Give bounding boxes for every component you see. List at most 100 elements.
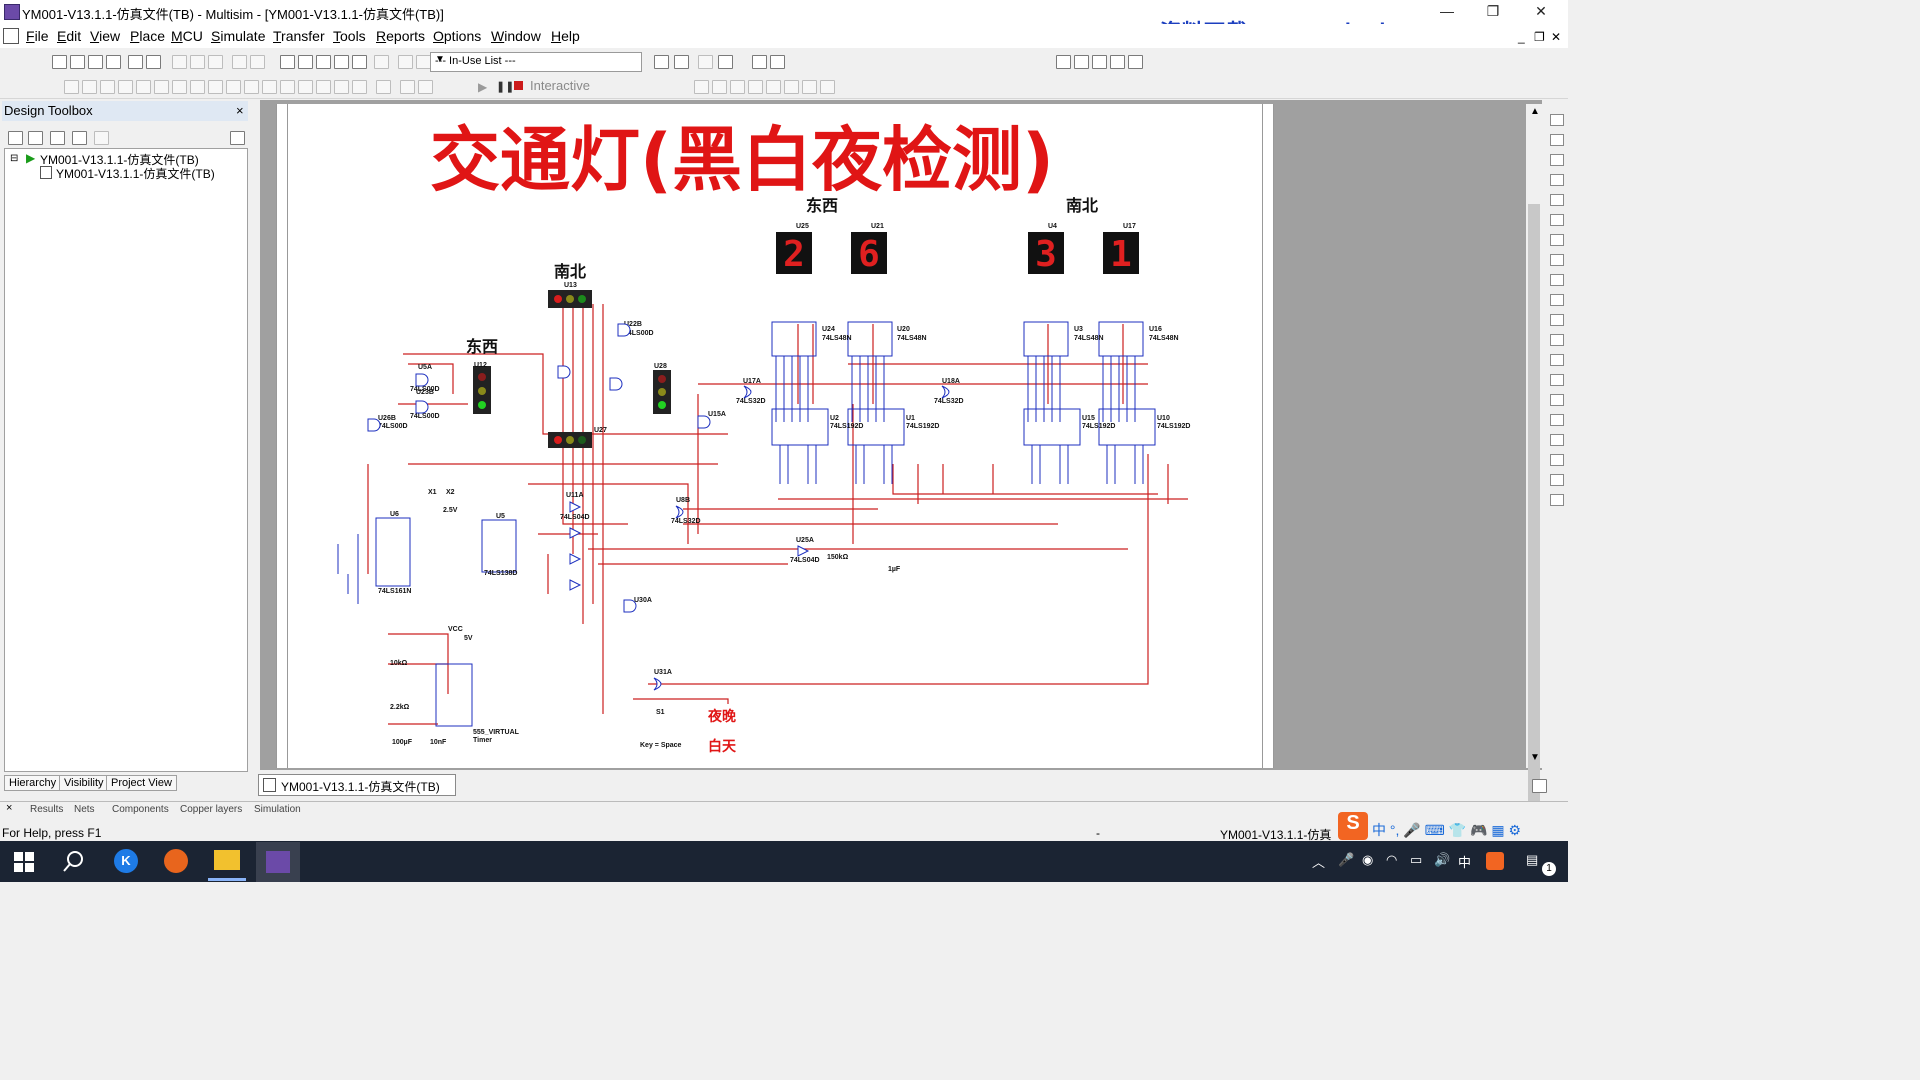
menu-tools[interactable]: Tools xyxy=(333,28,366,44)
probe-icon-6[interactable] xyxy=(784,80,799,94)
probe-icon-2[interactable] xyxy=(712,80,727,94)
place-diode-icon[interactable] xyxy=(100,80,115,94)
toolbox-save-icon[interactable] xyxy=(50,131,65,145)
firefox-icon[interactable] xyxy=(164,849,188,873)
tree-item-sheet[interactable]: YM001-V13.1.1-仿真文件(TB) xyxy=(56,167,215,181)
redo-icon[interactable] xyxy=(250,55,265,69)
print-preview-icon[interactable] xyxy=(146,55,161,69)
agilent-multimeter-icon[interactable] xyxy=(1550,414,1564,426)
close-button[interactable]: ✕ xyxy=(1535,3,1547,19)
menu-simulate[interactable]: Simulate xyxy=(211,28,266,44)
ime-game-icon[interactable]: 🎮 xyxy=(1470,822,1488,838)
stop-icon[interactable] xyxy=(514,81,523,90)
place-mixed-icon[interactable] xyxy=(208,80,223,94)
sogou-ime-icon[interactable]: S xyxy=(1338,812,1368,840)
labview-instrument-icon[interactable] xyxy=(1550,474,1564,486)
zoom-area-icon[interactable] xyxy=(1092,55,1107,69)
place-connector-icon[interactable] xyxy=(352,80,367,94)
find-icon[interactable] xyxy=(752,55,767,69)
notification-icon[interactable]: ▤ xyxy=(1526,852,1539,867)
logic-converter-icon[interactable] xyxy=(1550,274,1564,286)
tray-language[interactable]: 中 xyxy=(1458,855,1472,870)
tab-hierarchy[interactable]: Hierarchy xyxy=(4,775,62,791)
scroll-down-icon[interactable]: ▼ xyxy=(1530,752,1540,763)
menu-transfer[interactable]: Transfer xyxy=(273,28,325,44)
place-ttl-icon[interactable] xyxy=(154,80,169,94)
logic-analyzer-icon[interactable] xyxy=(1550,294,1564,306)
tray-volume-icon[interactable]: 🔊 xyxy=(1434,852,1451,867)
place-wire-icon[interactable] xyxy=(418,80,433,94)
place-rf-icon[interactable] xyxy=(298,80,313,94)
spreadsheet-tab-simulation[interactable]: Simulation xyxy=(254,804,301,814)
place-source-icon[interactable] xyxy=(64,80,79,94)
probe-icon-4[interactable] xyxy=(748,80,763,94)
place-electromech-icon[interactable] xyxy=(316,80,331,94)
menu-file[interactable]: File xyxy=(26,28,49,44)
tab-project-view[interactable]: Project View xyxy=(106,775,177,791)
probe-settings-icon[interactable] xyxy=(820,80,835,94)
windows-start-icon[interactable] xyxy=(14,852,34,872)
place-indicator-icon[interactable] xyxy=(226,80,241,94)
four-channel-oscilloscope-icon[interactable] xyxy=(1550,194,1564,206)
file-explorer-icon[interactable] xyxy=(214,850,240,870)
multimeter-icon[interactable] xyxy=(1550,114,1564,126)
search-icon[interactable] xyxy=(62,849,86,873)
toolbox-new-icon[interactable] xyxy=(8,131,23,145)
tray-mic-icon[interactable]: 🎤 xyxy=(1338,852,1355,867)
menu-help[interactable]: Help xyxy=(551,28,580,44)
in-use-list-select[interactable]: --- In-Use List --- ▼ xyxy=(430,52,642,72)
ime-chinese-icon[interactable]: 中 xyxy=(1372,822,1386,838)
database-icon[interactable] xyxy=(352,55,367,69)
ime-voice-icon[interactable]: 🎤 xyxy=(1403,822,1421,838)
spreadsheet-icon[interactable] xyxy=(316,55,331,69)
design-toolbox-close-button[interactable]: × xyxy=(236,103,244,118)
document-tab[interactable]: YM001-V13.1.1-仿真文件(TB) xyxy=(258,774,456,796)
tab-visibility[interactable]: Visibility xyxy=(59,775,109,791)
menu-place[interactable]: Place xyxy=(130,28,166,44)
document-icon[interactable] xyxy=(3,28,19,44)
schematic-sheet[interactable] xyxy=(288,104,1262,768)
kugou-app-icon[interactable]: K xyxy=(114,849,138,873)
open-folder-icon[interactable] xyxy=(88,55,103,69)
menu-window[interactable]: Window xyxy=(491,28,541,44)
place-advanced-icon[interactable] xyxy=(280,80,295,94)
tray-expand-icon[interactable]: ︿ xyxy=(1312,855,1326,870)
multisim-taskbar-button[interactable] xyxy=(256,842,300,882)
iv-analyzer-icon[interactable] xyxy=(1550,314,1564,326)
place-misc-icon[interactable] xyxy=(262,80,277,94)
place-power-icon[interactable] xyxy=(244,80,259,94)
frequency-counter-icon[interactable] xyxy=(1550,234,1564,246)
menu-edit[interactable]: Edit xyxy=(57,28,82,44)
toolbox-close-icon[interactable] xyxy=(72,131,87,145)
menu-view[interactable]: View xyxy=(90,28,121,44)
save-icon[interactable] xyxy=(106,55,121,69)
spectrum-analyzer-icon[interactable] xyxy=(1550,354,1564,366)
erc-icon[interactable] xyxy=(654,55,669,69)
vertical-scrollbar[interactable]: ▲ ▼ xyxy=(1526,104,1542,804)
zoom-in-icon[interactable] xyxy=(1056,55,1071,69)
spreadsheet-tab-copper-layers[interactable]: Copper layers xyxy=(180,804,243,814)
probe-icon-5[interactable] xyxy=(766,80,781,94)
tray-app-icon[interactable]: ◉ xyxy=(1362,852,1374,867)
interactive-mode-label[interactable]: Interactive xyxy=(530,78,590,93)
current-probe-icon[interactable] xyxy=(1550,494,1564,506)
ime-toolbar[interactable]: 中 °, 🎤 ⌨ 👕 🎮 ▦ ⚙ xyxy=(1372,820,1521,840)
tray-sogou-icon[interactable] xyxy=(1486,852,1504,870)
cut-icon[interactable] xyxy=(172,55,187,69)
tektronix-oscilloscope-icon[interactable] xyxy=(1550,454,1564,466)
toolbox-settings-icon[interactable] xyxy=(230,131,245,145)
full-view-icon[interactable] xyxy=(1128,55,1143,69)
place-basic-icon[interactable] xyxy=(82,80,97,94)
component-wizard-icon[interactable] xyxy=(374,55,389,69)
spreadsheet-tab-components[interactable]: Components xyxy=(112,804,169,814)
bode-plotter-icon[interactable] xyxy=(1550,214,1564,226)
copy-icon[interactable] xyxy=(190,55,205,69)
place-ni-icon[interactable] xyxy=(334,80,349,94)
run-icon[interactable]: ▶ xyxy=(478,80,488,94)
multisim-app-icon[interactable] xyxy=(4,4,20,20)
spreadsheet-close-icon[interactable]: × xyxy=(6,802,13,814)
tray-battery-icon[interactable]: ▭ xyxy=(1410,852,1423,867)
oscilloscope-icon[interactable] xyxy=(1550,174,1564,186)
print-icon[interactable] xyxy=(128,55,143,69)
zoom-out-icon[interactable] xyxy=(1074,55,1089,69)
